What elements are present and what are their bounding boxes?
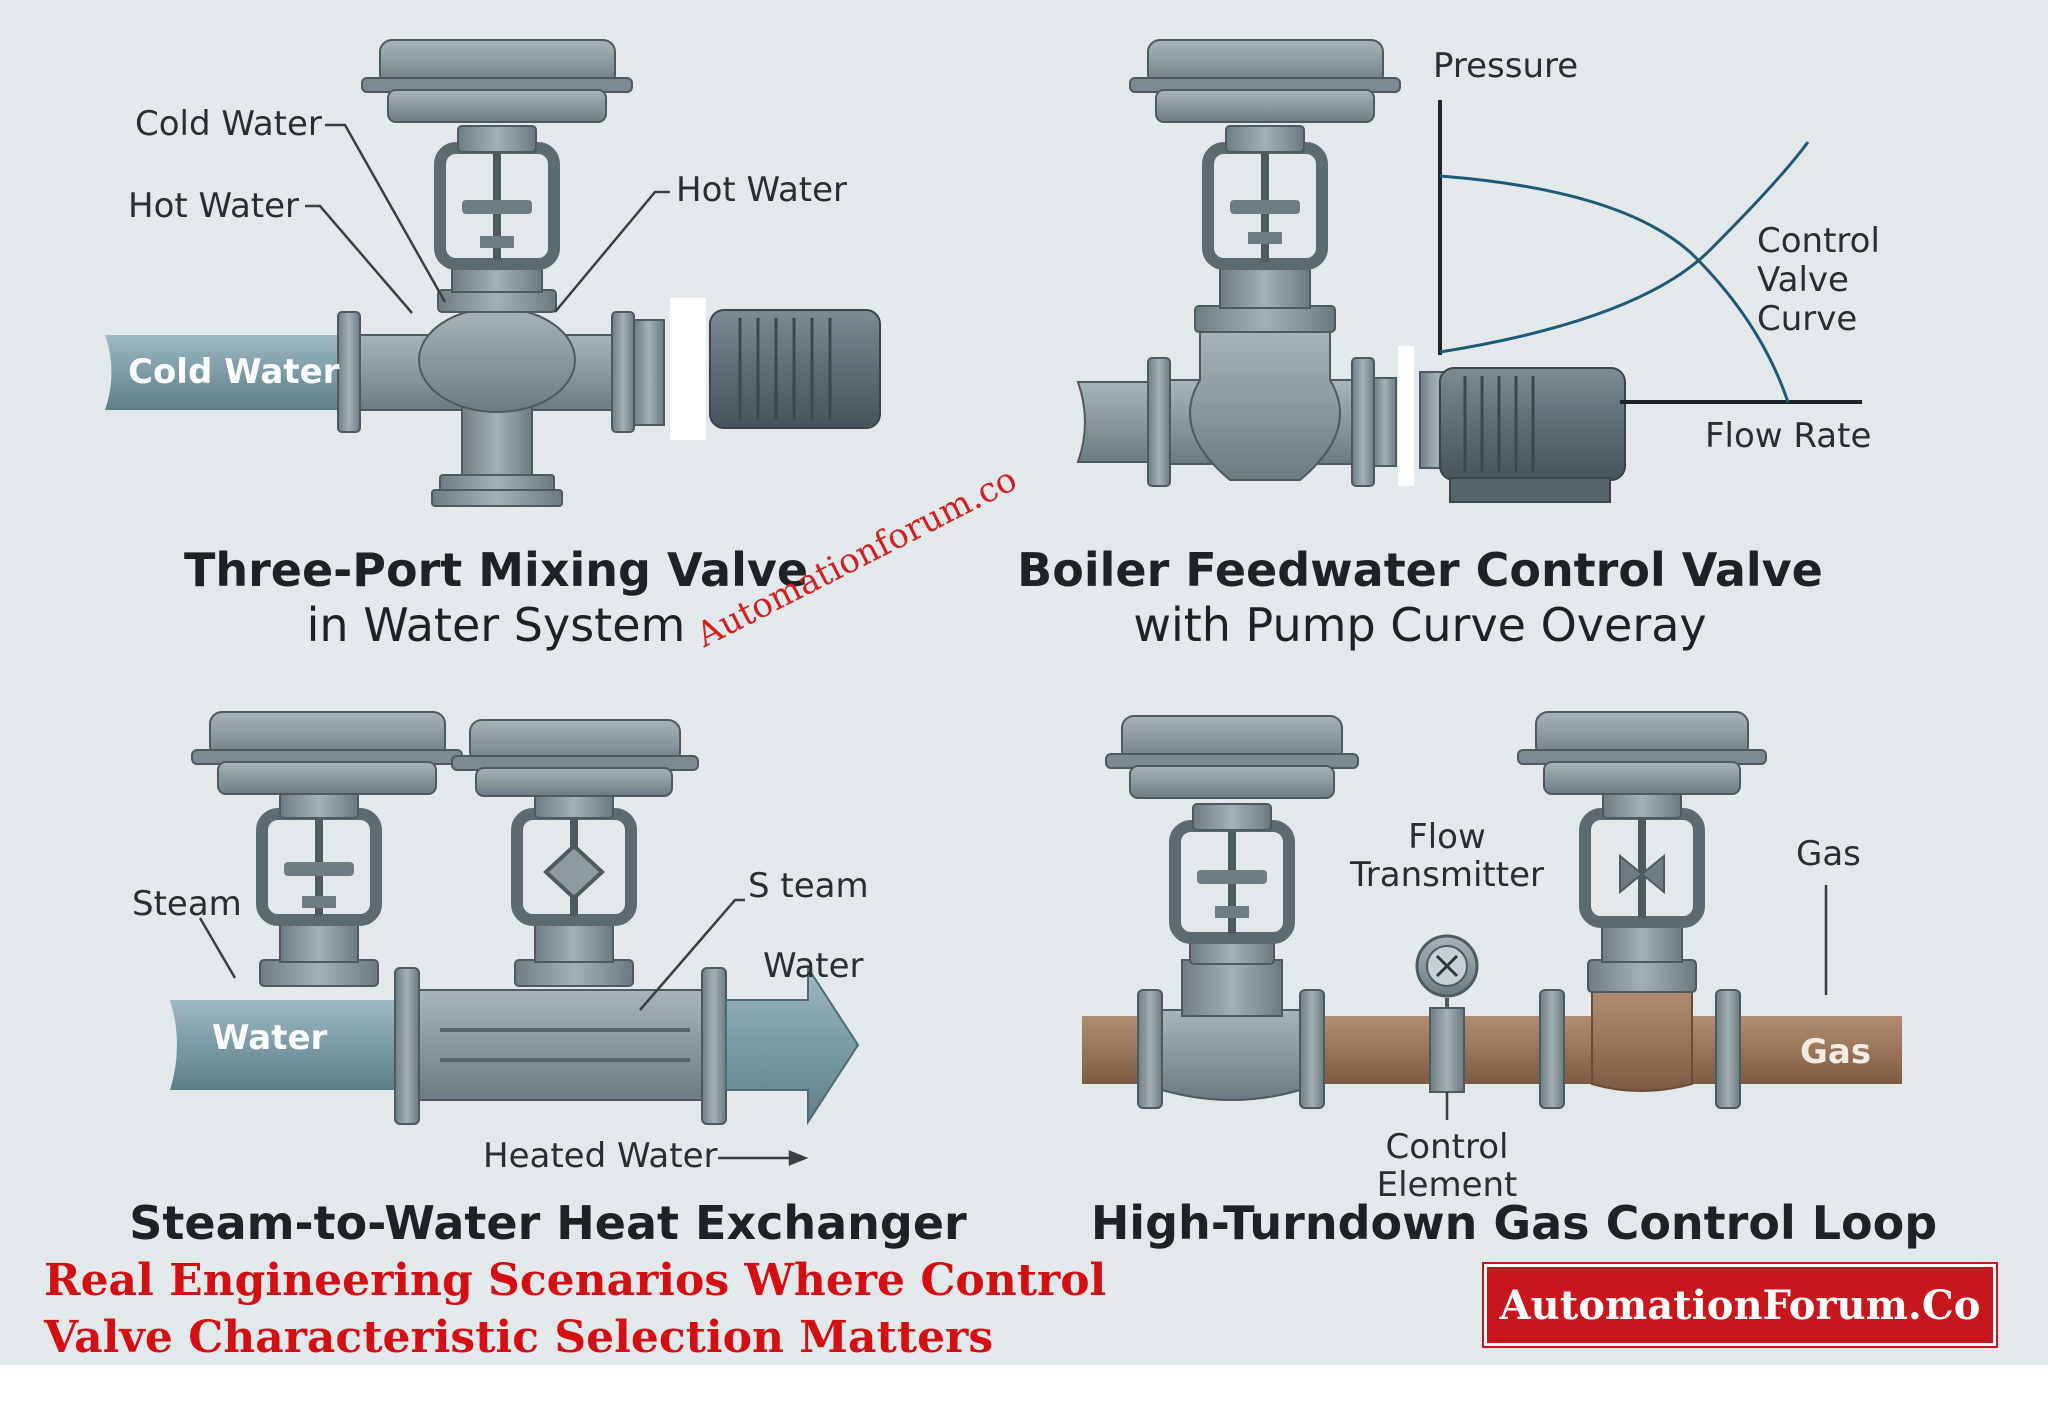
panel-title: High-Turndown Gas Control Loop xyxy=(1090,1196,1938,1250)
label-steam-right: S team xyxy=(748,866,869,906)
label-line: Control xyxy=(1385,1127,1509,1167)
pump-curve xyxy=(1439,174,1790,403)
heat-exchanger-diagram xyxy=(170,711,860,1166)
label-hot-water-left: Hot Water xyxy=(128,186,300,226)
heat-exchanger-shell xyxy=(418,989,710,1101)
pipe-label-water: Water xyxy=(212,1018,328,1058)
label-cold-water: Cold Water xyxy=(135,104,322,144)
cold-water-pipe xyxy=(105,335,360,410)
flange xyxy=(337,311,361,433)
footer-heading-line: Valve Characteristic Selection Matters xyxy=(44,1312,994,1364)
valve-actuator-icon xyxy=(1517,711,1767,795)
panel-title: Steam-to-Water Heat Exchanger xyxy=(129,1196,967,1250)
flow-arrow-icon xyxy=(725,964,860,1126)
pump-curve-chart xyxy=(1438,100,1862,404)
gas-control-loop-diagram xyxy=(1082,711,1902,1120)
valve-actuator-icon xyxy=(191,711,463,795)
chart-y-axis-label: Pressure xyxy=(1433,46,1579,86)
coupling-gap xyxy=(670,298,706,440)
panel-title-heat-exchanger: Steam-to-Water Heat Exchanger xyxy=(129,1196,966,1251)
label-steam-left: Steam xyxy=(132,884,242,924)
flange xyxy=(611,311,635,433)
panel-title: Three-Port Mixing Valve xyxy=(183,543,809,597)
panel-subtitle: in Water System xyxy=(306,598,686,653)
label-gas: Gas xyxy=(1796,834,1861,874)
pipe-label-cold-water: Cold Water xyxy=(128,352,340,392)
label-flow-transmitter: Flow Transmitter xyxy=(1350,818,1544,894)
panel-title-gas-loop: High-Turndown Gas Control Loop xyxy=(1091,1196,1937,1251)
coupling-gap xyxy=(1398,346,1414,486)
control-valve-curve xyxy=(1439,141,1810,354)
label-line: Element xyxy=(1376,1165,1518,1206)
valve-actuator-icon xyxy=(361,39,633,123)
label-line: Transmitter xyxy=(1350,855,1544,896)
brand-badge[interactable]: AutomationForum.Co xyxy=(1482,1262,1998,1348)
valve-body xyxy=(418,307,576,413)
footer-heading-line: Real Engineering Scenarios Where Control xyxy=(44,1255,1107,1306)
water-pipe xyxy=(170,1000,395,1090)
valve-actuator-icon xyxy=(1129,39,1401,123)
curve-label-line: Valve xyxy=(1757,259,1849,300)
curve-label-line: Control xyxy=(1757,221,1880,261)
valve-actuator-icon xyxy=(451,719,699,797)
label-hot-water-right: Hot Water xyxy=(676,170,848,210)
label-heated-water: Heated Water xyxy=(483,1136,718,1176)
footer-heading: Real Engineering Scenarios Where Control… xyxy=(44,1252,1224,1366)
label-control-element: Control Element xyxy=(1377,1128,1518,1204)
curve-label-line: Curve xyxy=(1757,298,1858,339)
chart-curve-label: Control Valve Curve xyxy=(1757,222,1880,338)
mixing-valve-diagram xyxy=(105,39,881,507)
valve-body xyxy=(1189,329,1341,481)
pipe-label-gas: Gas xyxy=(1800,1032,1872,1072)
boiler-feedwater-diagram xyxy=(1076,39,1862,503)
label-water-outlet: Water xyxy=(763,946,864,986)
label-line: Flow xyxy=(1408,817,1486,857)
panel-title: Boiler Feedwater Control Valve xyxy=(1017,543,1823,597)
diagram-canvas: Cold Water Hot Water Hot Water Cold Wate… xyxy=(0,0,2048,1365)
chart-x-axis-label: Flow Rate xyxy=(1705,416,1872,456)
panel-subtitle: with Pump Curve Overay xyxy=(1133,598,1707,653)
diagram-drawing xyxy=(105,39,1902,1166)
flow-transmitter-icon xyxy=(1415,934,1479,998)
valve-actuator-icon xyxy=(1105,715,1359,799)
panel-title-boiler-feedwater: Boiler Feedwater Control Valve with Pump… xyxy=(1017,543,1823,653)
panel-title-mixing-valve: Three-Port Mixing Valve in Water System xyxy=(184,543,808,653)
